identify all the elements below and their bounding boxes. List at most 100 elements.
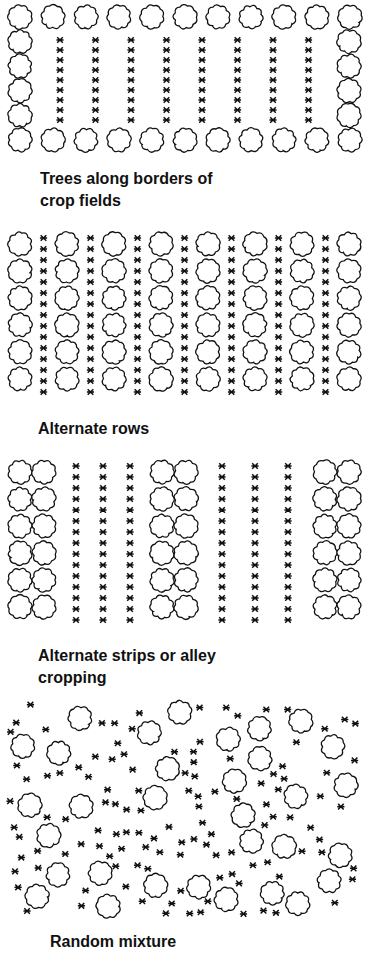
tree-symbol [196,259,220,283]
crop-symbol [350,866,357,872]
crop-symbol [92,77,99,83]
crop-symbol [305,97,312,103]
tree-symbol [173,5,197,29]
crop-symbol [284,463,291,469]
crop-symbol [269,57,276,63]
crop-symbol [134,378,141,384]
crop-symbol [87,367,94,373]
tree-symbol [150,541,174,565]
crop-symbol [228,290,235,296]
crop-symbol [72,485,79,491]
crop-symbol [62,851,69,857]
crop-symbol [23,776,30,782]
crop-symbol [99,617,106,623]
crop-symbol [99,573,106,579]
crop-symbol [72,463,79,469]
tree-symbol [284,784,308,808]
crop-symbol [216,875,223,881]
crop-symbol [275,246,282,252]
tree-symbol [290,286,314,310]
tree-symbol [137,721,161,745]
tree-symbol [174,541,198,565]
crop-symbol [228,268,235,274]
crop-symbol [190,749,197,755]
crop-symbol [40,389,47,395]
crop-symbol [181,334,188,340]
tree-symbol [8,340,32,364]
crop-symbol [40,367,47,373]
crop-symbol [279,763,286,769]
tree-symbol [8,128,32,152]
crop-symbol [163,107,170,113]
crop-symbol [218,595,225,601]
crop-symbol [87,268,94,274]
crop-symbol [126,595,133,601]
tree-symbol [222,769,246,793]
crop-symbol [234,107,241,113]
tree-symbol [8,367,32,391]
crop-symbol [208,831,215,837]
tree-symbol [337,103,361,127]
crop-symbol [218,584,225,590]
crop-symbol [92,37,99,43]
tree-symbol [196,232,220,256]
tree-symbol [140,128,164,152]
crop-symbol [78,841,85,847]
tree-symbol [8,487,32,511]
tree-symbol [187,875,211,899]
crop-symbol [72,595,79,601]
crop-symbol [199,820,206,826]
crop-symbol [40,356,47,362]
crop-symbol [322,334,329,340]
crop-symbol [307,825,314,831]
crop-symbol [269,37,276,43]
tree-symbol [150,487,174,511]
crop-symbol [40,323,47,329]
crop-symbol [156,849,163,855]
tree-symbol [32,487,56,511]
crop-symbol [40,268,47,274]
crop-symbol [275,279,282,285]
tree-symbol [8,30,32,54]
crop-symbol [181,345,188,351]
crop-symbol [281,776,288,782]
crop-symbol [42,727,49,733]
crop-symbol [75,765,82,771]
tree-symbol [239,5,263,29]
crop-symbol [234,87,241,93]
crop-symbol [40,290,47,296]
crop-symbol [352,721,359,727]
crop-symbol [56,47,63,53]
crop-symbol [223,705,230,711]
crop-symbol [197,909,204,915]
crop-symbol [234,47,241,53]
crop-symbol [251,540,258,546]
crop-symbol [135,788,142,794]
crop-symbol [228,312,235,318]
tree-symbol [328,843,352,867]
crop-symbol [269,107,276,113]
crop-symbol [102,800,109,806]
crop-symbol [72,562,79,568]
tree-symbol [272,834,297,858]
crop-symbol [163,117,170,123]
crop-symbol [181,290,188,296]
crop-symbol [163,77,170,83]
crop-symbol [198,57,205,63]
crop-symbol [249,862,256,868]
crop-symbol [218,606,225,612]
crop-symbol [56,37,63,43]
crop-symbol [112,801,119,807]
crop-symbol [134,334,141,340]
crop-symbol [123,807,130,813]
crop-symbol [7,729,14,735]
tree-symbol [338,568,362,592]
crop-symbol [134,257,141,263]
tree-symbol [206,128,230,152]
crop-symbol [275,290,282,296]
tree-symbol [69,794,93,818]
crop-symbol [305,67,312,73]
tree-symbol [168,700,192,724]
tree-symbol [8,595,32,619]
